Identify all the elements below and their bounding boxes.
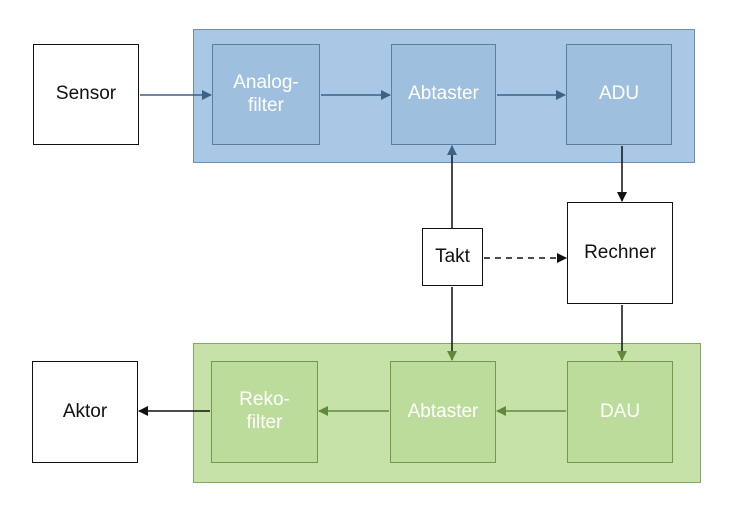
aktor-block: Aktor xyxy=(32,361,138,463)
rekofilter-block: Reko- filter xyxy=(211,361,318,463)
sensor-block: Sensor xyxy=(33,44,139,145)
adu-block: ADU xyxy=(566,44,672,145)
takt-block: Takt xyxy=(422,228,483,286)
analogfilter-block: Analog- filter xyxy=(212,44,320,145)
abtaster-bottom-block: Abtaster xyxy=(390,361,496,463)
abtaster-top-block: Abtaster xyxy=(391,44,496,145)
dau-block: DAU xyxy=(567,361,673,463)
rechner-block: Rechner xyxy=(567,202,673,304)
